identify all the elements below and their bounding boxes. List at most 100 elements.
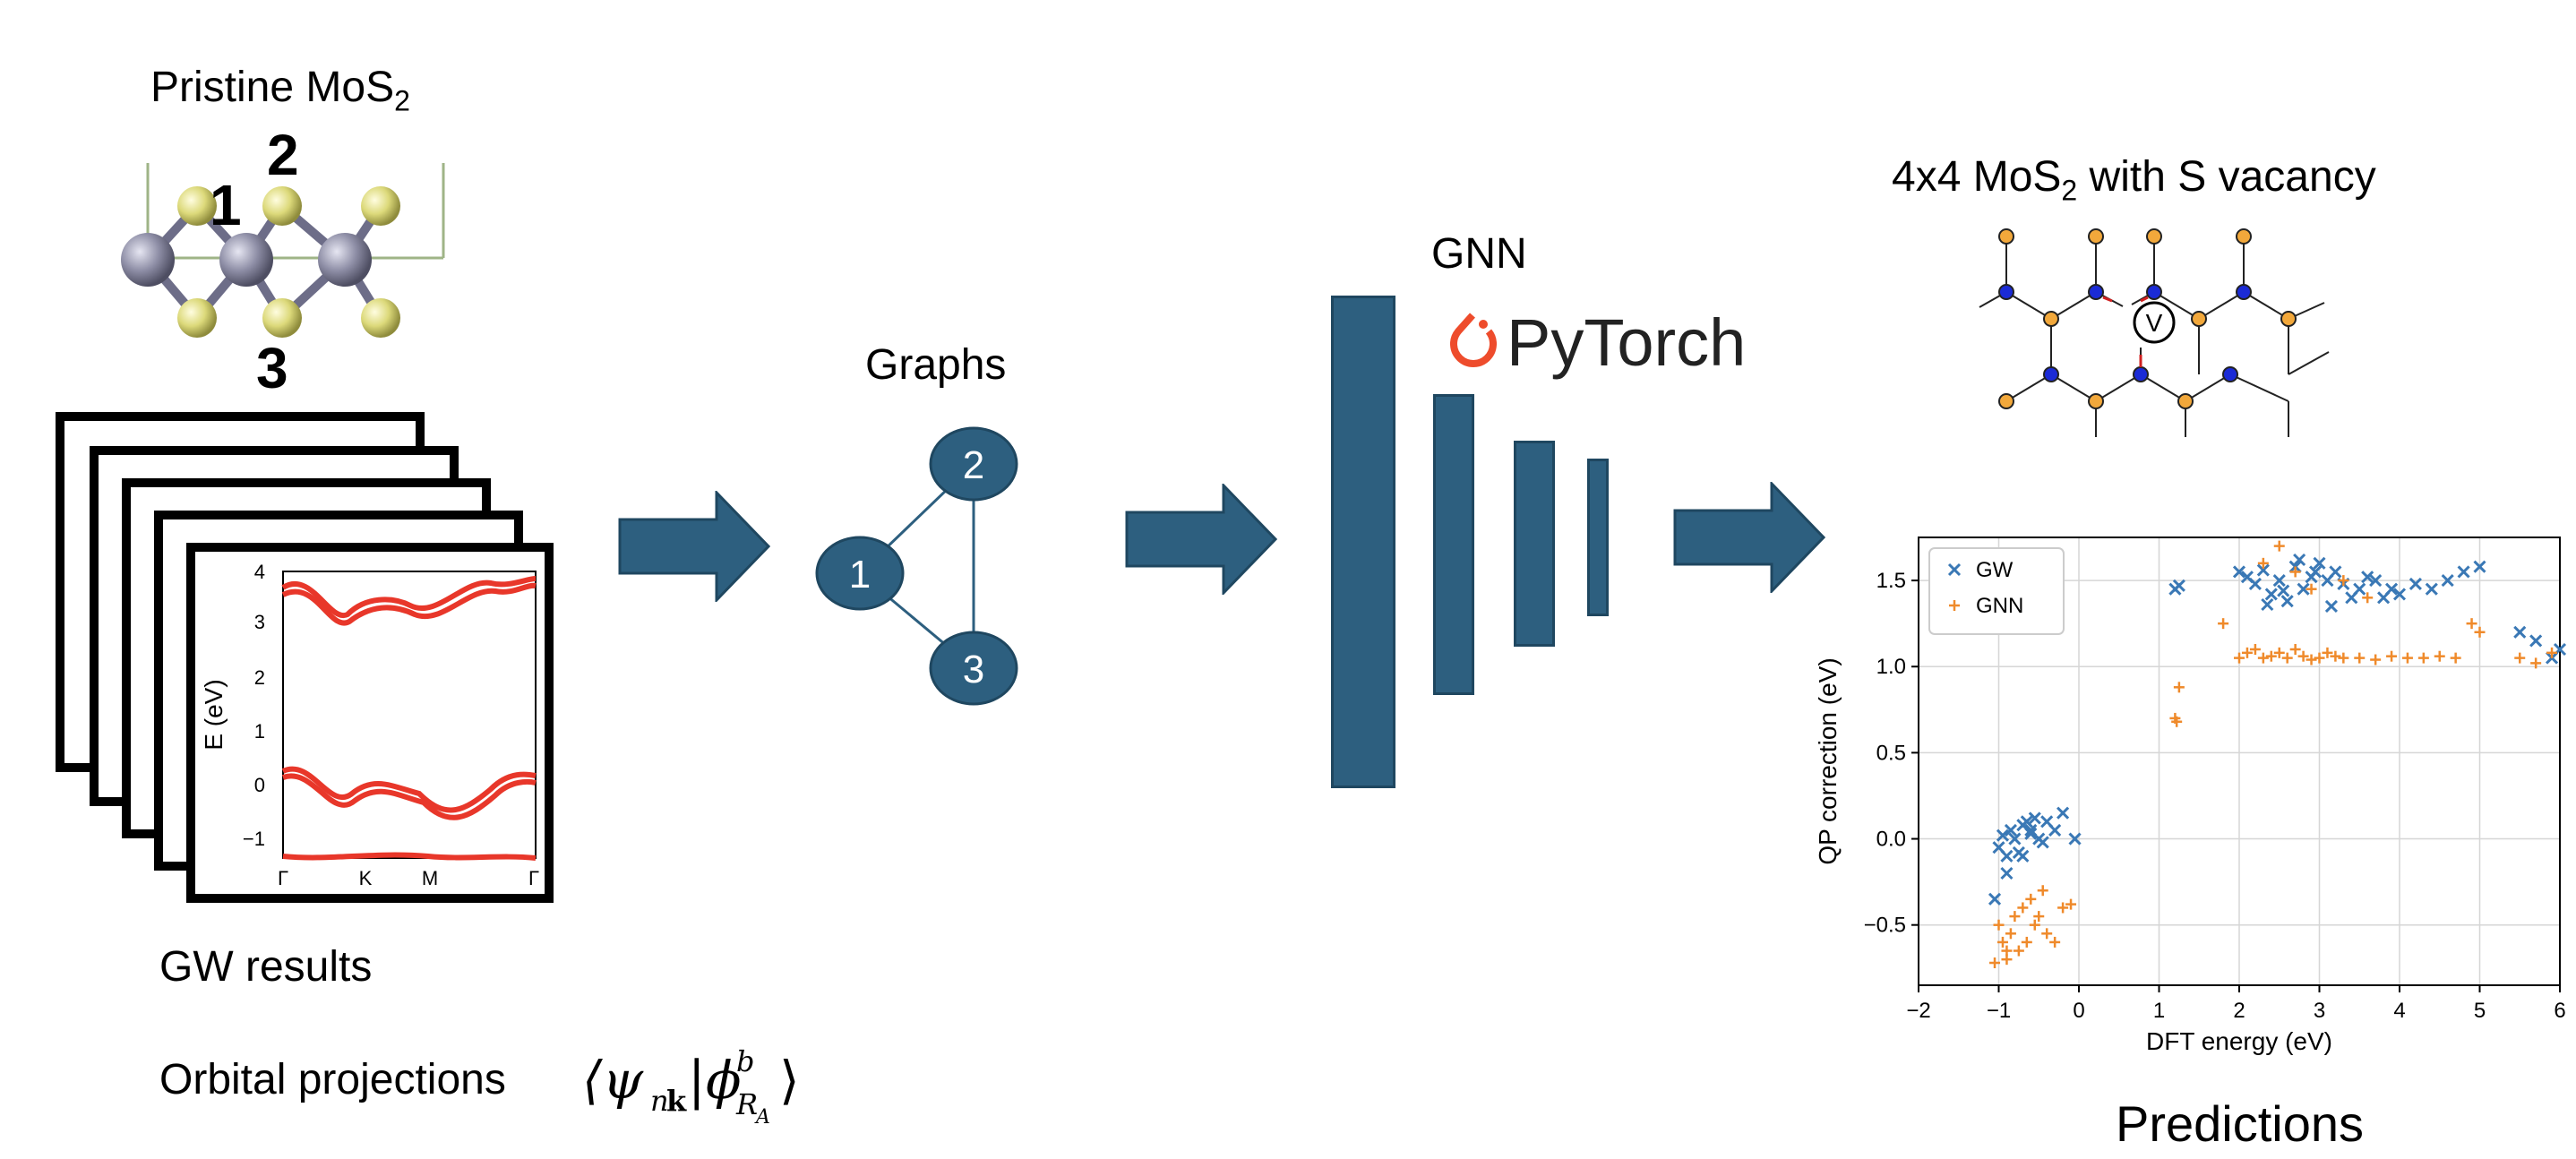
point-gnn [2306, 654, 2317, 665]
point-gnn [2273, 540, 2285, 552]
marker-stroke [2048, 823, 2062, 837]
point-gw [2024, 823, 2038, 837]
gnn-layer-2 [1433, 394, 1474, 695]
marker-stroke [2172, 579, 2185, 592]
x-tick-label: 1 [2153, 999, 2165, 1023]
marker-stroke [2353, 582, 2366, 596]
point-gw [2409, 577, 2422, 590]
relaxation-arrows [2102, 296, 2149, 367]
point-gnn [1996, 936, 2008, 948]
marker-stroke [1947, 562, 1962, 577]
point-gw [2068, 832, 2082, 846]
marker-stroke [2261, 597, 2274, 612]
graph-node-1: 1 [815, 536, 905, 611]
marker-stroke [2264, 588, 2278, 601]
point-gnn [2001, 945, 2013, 957]
point-gnn [2330, 650, 2341, 662]
point-gnn [2450, 652, 2461, 664]
point-gnn [2386, 650, 2398, 662]
marker-stroke [2016, 849, 2030, 863]
marker-stroke [2384, 582, 2399, 596]
arrow-right-1 [618, 491, 770, 602]
point-gnn [2314, 652, 2325, 664]
point-gw [2353, 582, 2366, 596]
marker-stroke [2240, 571, 2254, 584]
point-gnn [2025, 893, 2037, 905]
pristine-title: Pristine MoS2 [150, 63, 410, 118]
graph-node-2-label: 2 [963, 443, 984, 487]
gnn-layer-1 [1331, 296, 1395, 788]
marker-stroke [2000, 866, 2014, 880]
band-ytick-4: 4 [254, 561, 265, 583]
gnn-layer-4 [1587, 459, 1609, 616]
predictions-title: Predictions [2116, 1095, 2365, 1152]
y-tick-label: 1.5 [1876, 569, 1906, 593]
mo-atoms [121, 233, 372, 287]
atom-label-2: 2 [267, 123, 299, 187]
point-gnn [2265, 650, 2277, 662]
marker-stroke [2329, 565, 2342, 579]
point-gnn [1989, 957, 2001, 968]
svg-text:⟨ψ: ⟨ψ [582, 1050, 644, 1111]
point-gw [2024, 827, 2038, 840]
marker-stroke [2313, 556, 2326, 570]
marker-stroke [2020, 815, 2033, 828]
pristine-title-text: Pristine MoS [150, 64, 395, 111]
marker-stroke [2028, 811, 2041, 825]
marker-stroke [2409, 577, 2422, 590]
point-gnn [2257, 652, 2269, 664]
marker-stroke [2024, 823, 2038, 837]
marker-stroke [2425, 582, 2438, 596]
point-gw [2000, 849, 2014, 863]
svg-text:k: k [666, 1084, 687, 1118]
orbital-projection-formula: ⟨ψ n k | ϕ b R A ⟩ [582, 1044, 800, 1129]
defect-lattice: V [1979, 228, 2330, 437]
svg-text:R: R [735, 1087, 758, 1121]
gnn-title: GNN [1431, 230, 1527, 278]
atom-label-3: 3 [256, 336, 288, 400]
pytorch-dot [1479, 320, 1488, 329]
point-gw [2272, 574, 2286, 588]
point-gw [2248, 577, 2262, 590]
point-gw [2473, 560, 2486, 573]
marker-stroke [2324, 599, 2338, 613]
marker-stroke [2473, 560, 2486, 573]
band-xtick-gamma-2: Γ [528, 867, 539, 889]
marker-stroke [2004, 823, 2017, 837]
marker-stroke [2256, 563, 2270, 577]
band-ytick-3: 3 [254, 611, 265, 633]
graph-node-1-label: 1 [849, 553, 871, 597]
svg-text:⟩: ⟩ [779, 1050, 800, 1111]
point-gnn [2306, 583, 2317, 595]
y-tick-label: −0.5 [1864, 914, 1906, 938]
marker-stroke [2277, 584, 2290, 597]
point-gnn [2013, 945, 2024, 957]
marker-stroke [2036, 836, 2049, 849]
graph-node-3: 3 [929, 631, 1018, 706]
gnn-layer-3 [1514, 441, 1555, 647]
point-gnn [2474, 626, 2486, 638]
atom-label-1: 1 [210, 173, 242, 237]
marker-stroke [2361, 571, 2374, 584]
vacancy-marker [2133, 301, 2176, 344]
legend-marker-gw [1947, 562, 1962, 577]
point-gw [2384, 582, 2399, 596]
legend-marker-gnn [1949, 600, 1960, 611]
point-gw [2280, 595, 2294, 608]
point-gnn [2029, 919, 2040, 931]
point-gw [1988, 892, 2002, 906]
marker-stroke [2392, 588, 2407, 601]
y-axis-label: QP correction (eV) [1818, 657, 1842, 864]
point-gw [2324, 599, 2338, 613]
band-ytick-2: 2 [254, 666, 265, 689]
band-yticks: 4 3 2 1 0 −1 [243, 561, 265, 850]
point-gnn [2173, 682, 2185, 693]
marker-stroke [2024, 827, 2038, 840]
point-gnn [2021, 936, 2032, 948]
point-gnn [2530, 657, 2542, 669]
point-gnn [2049, 936, 2061, 948]
marker-stroke [2369, 574, 2383, 588]
band-card-front: 4 3 2 1 0 −1 E (eV) Γ K M Γ [186, 543, 554, 903]
point-gw [2256, 563, 2270, 577]
marker-stroke [1992, 841, 2005, 854]
